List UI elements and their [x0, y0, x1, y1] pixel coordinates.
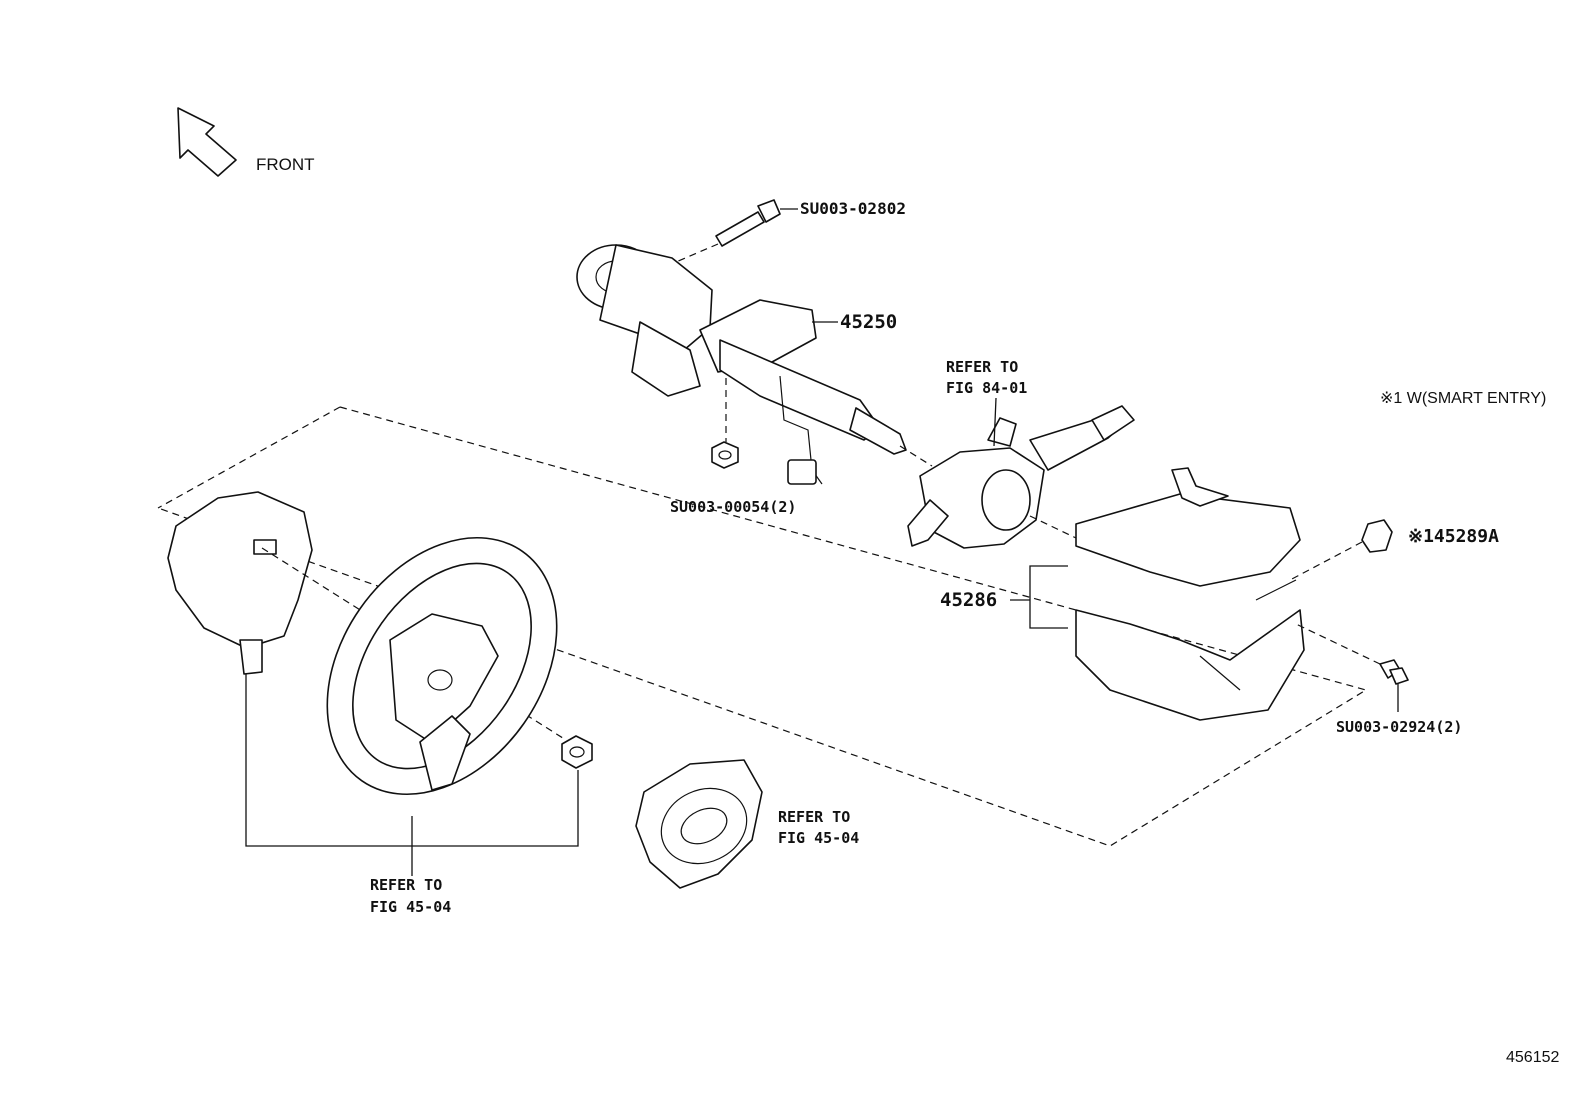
diagram-id: 456152 [1506, 1049, 1559, 1066]
pad-ref-line2: FIG 45-04 [778, 829, 859, 847]
cover-label: 45286 [940, 589, 997, 611]
front-label: FRONT [256, 155, 315, 174]
clip-label: ※145289A [1408, 526, 1499, 547]
steering-wheel-part [326, 536, 558, 796]
wheel-nut-part [561, 735, 593, 769]
nut-column-label: SU003-00054(2) [670, 498, 796, 516]
clip-dash [1289, 541, 1363, 581]
airbag-pad-part [635, 759, 763, 889]
wheel-ref-line1: REFER TO [370, 876, 442, 894]
steering-column-part [576, 244, 907, 485]
nut-column-part [711, 441, 739, 469]
column-cover-upper-part [1075, 467, 1301, 587]
switch-ref-leader [993, 397, 997, 447]
switch-cover-dash [1029, 515, 1077, 539]
bolt-top-part [715, 199, 781, 247]
screw-dash [1295, 623, 1381, 665]
front-arrow-icon [177, 107, 237, 177]
switch-ref-line2: FIG 84-01 [946, 379, 1027, 397]
bolt-top-label: SU003-02802 [800, 199, 906, 218]
wheel-rear-cover-part [167, 491, 313, 675]
cover-bracket [1010, 565, 1068, 629]
bolt-top-dash [675, 243, 719, 263]
switch-ref-line1: REFER TO [946, 358, 1018, 376]
clip-part [1361, 519, 1393, 553]
column-label: 45250 [840, 311, 897, 333]
column-cover-lower-part [1075, 579, 1305, 721]
wheel-ref-line2: FIG 45-04 [370, 898, 451, 916]
smart-entry-note: ※1 W(SMART ENTRY) [1380, 390, 1546, 407]
wheel-bracket [245, 674, 579, 876]
screw-part [1379, 659, 1409, 685]
shaft-switch-dash [899, 445, 933, 467]
assembly-boundary [157, 406, 1368, 847]
screw-label: SU003-02924(2) [1336, 718, 1462, 736]
pad-ref-line1: REFER TO [778, 808, 850, 826]
combination-switch-part [907, 405, 1135, 549]
